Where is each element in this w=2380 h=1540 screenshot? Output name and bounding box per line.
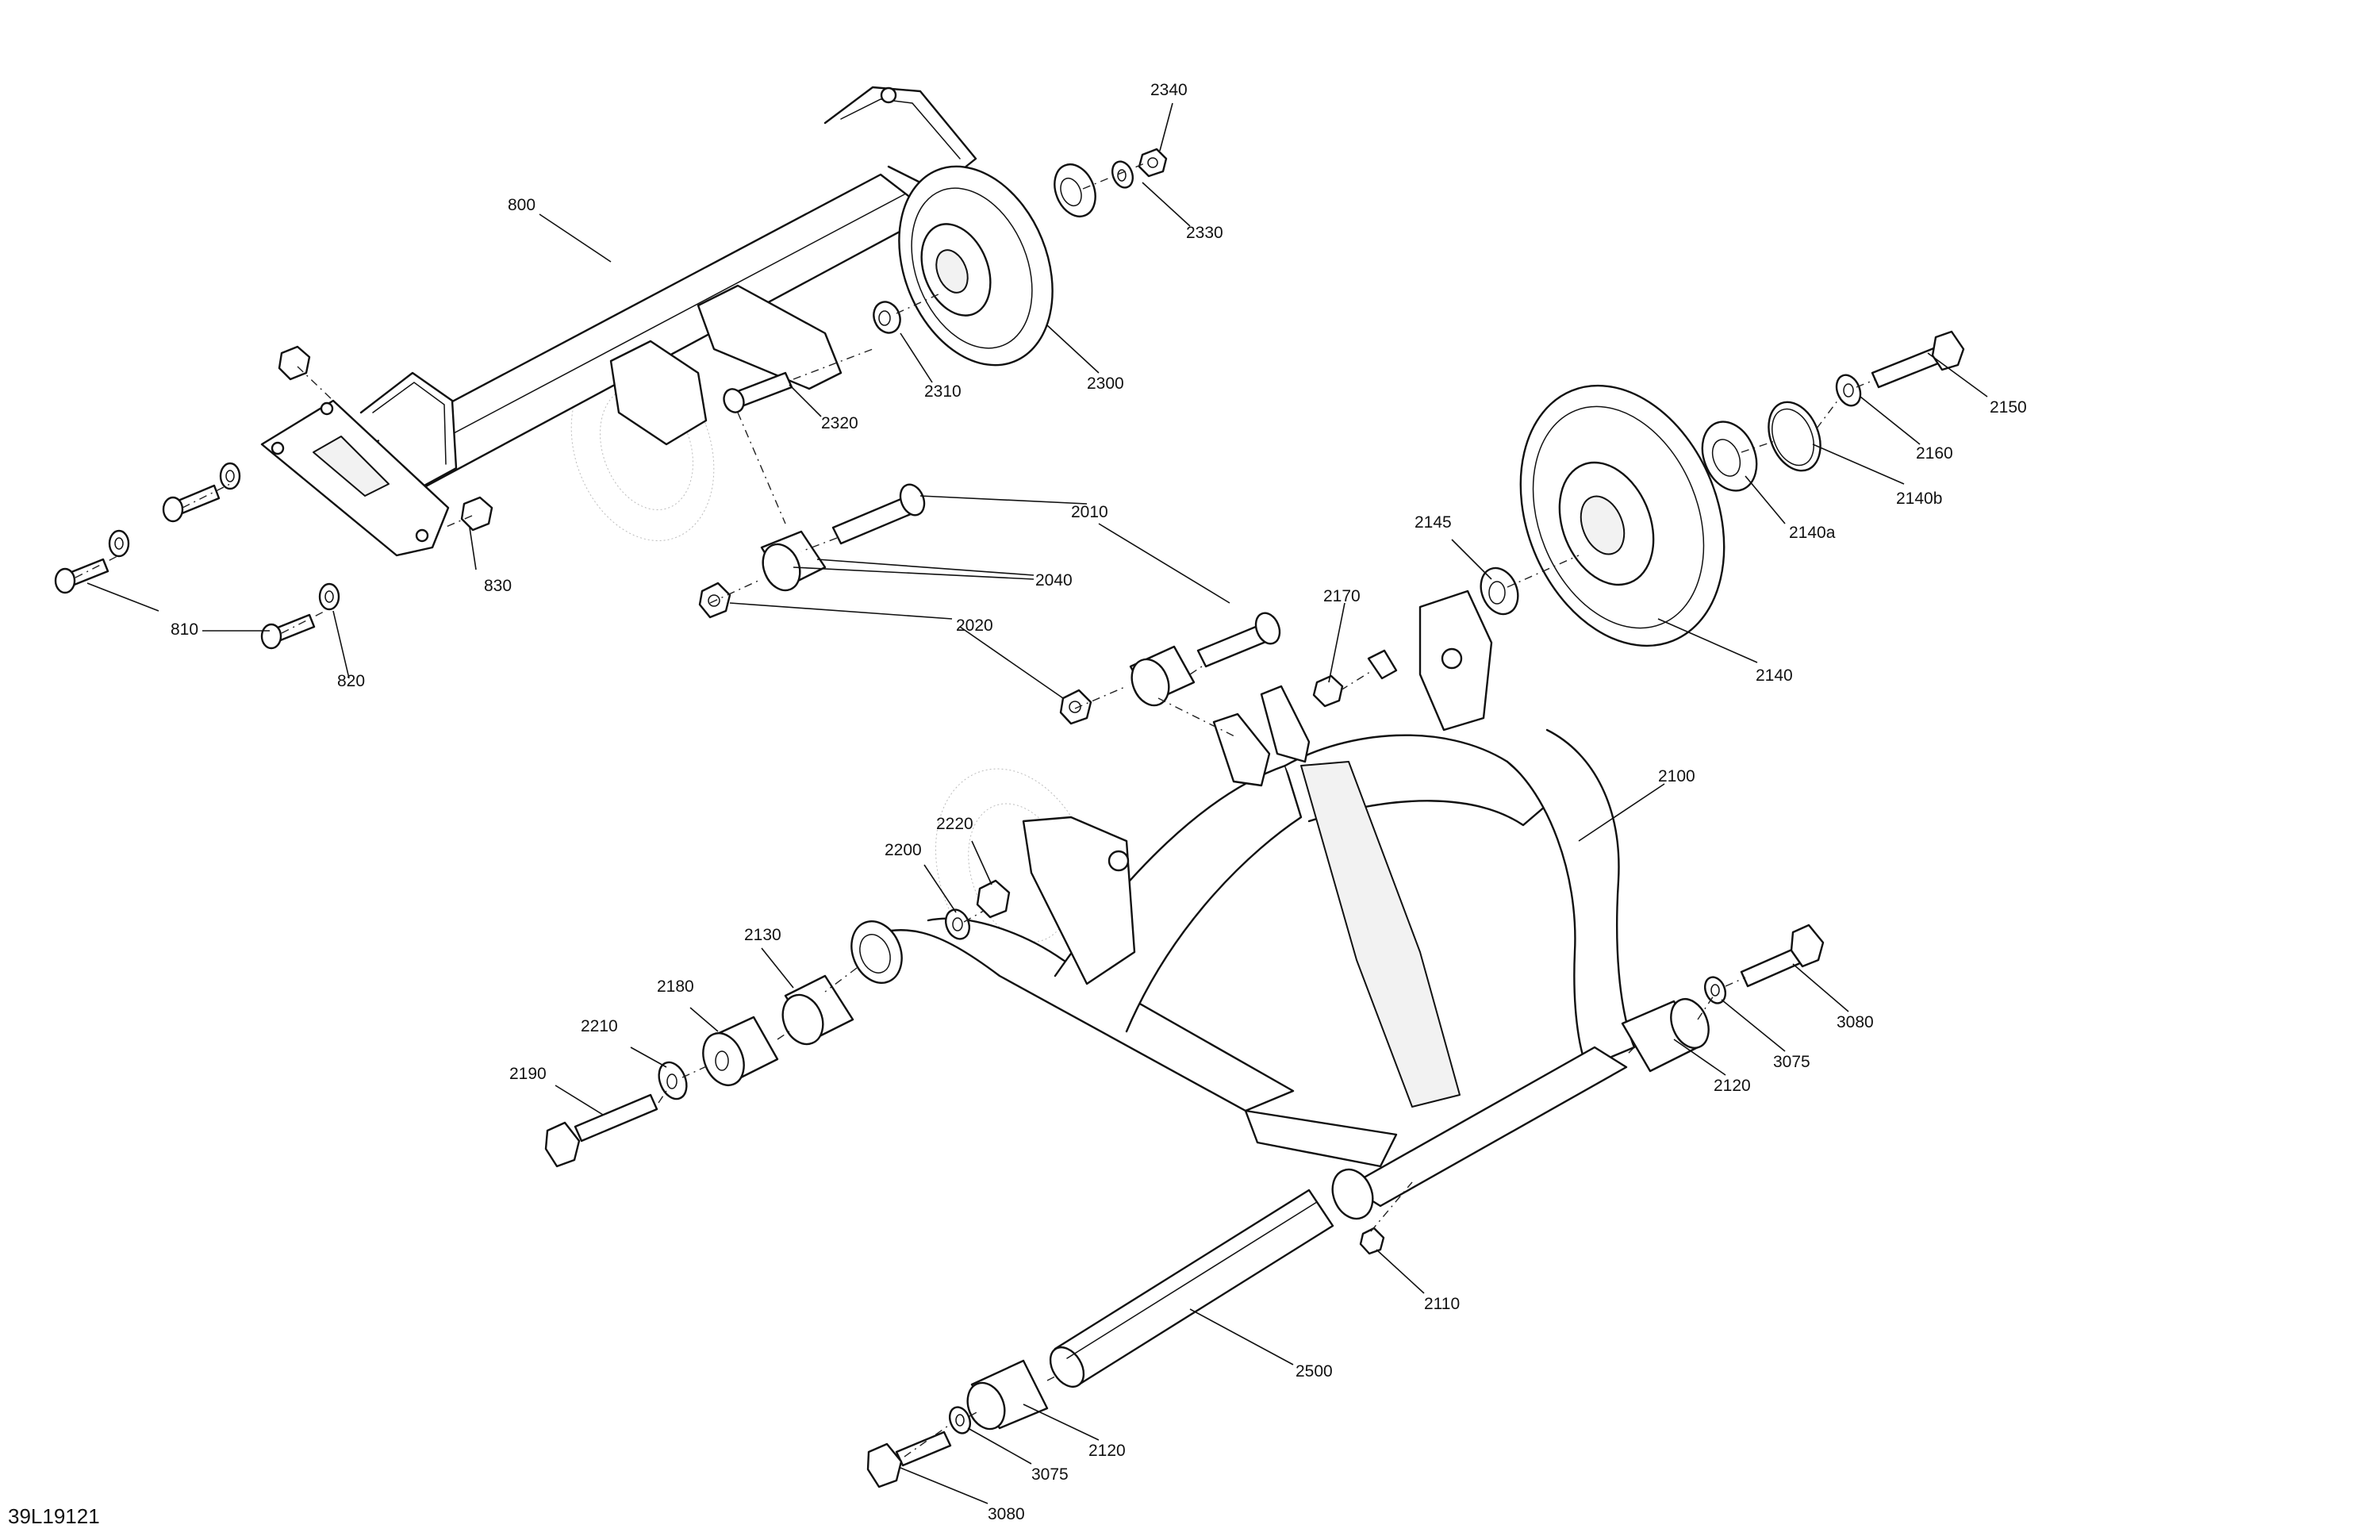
bolt-2320 <box>723 371 793 413</box>
callout-2040: 2040 <box>1035 571 1073 590</box>
lower-idler-wheel-2140 <box>1519 384 1726 647</box>
callout-labels: 2340 2330 800 2300 2310 2320 2150 2160 2… <box>171 81 2027 1523</box>
washer-2160 <box>1835 374 1862 407</box>
callout-2110: 2110 <box>1424 1295 1460 1313</box>
washer-820-upper <box>219 462 241 490</box>
washer-2210 <box>658 1061 688 1100</box>
bolt-3080-right <box>1740 924 1825 988</box>
callout-2310: 2310 <box>924 382 962 401</box>
callout-2120-lower: 2120 <box>1088 1442 1126 1460</box>
bushing-2120-right <box>1621 998 1710 1073</box>
callout-2330: 2330 <box>1186 224 1223 242</box>
bearing-2330 <box>1054 163 1096 217</box>
nut-830-lower <box>460 496 493 532</box>
bolt-2150 <box>1871 330 1965 389</box>
bolt-2190 <box>544 1093 658 1168</box>
spacer-2145 <box>1480 566 1519 616</box>
callout-2120-right: 2120 <box>1714 1077 1751 1095</box>
bolt-2010-upper <box>831 483 926 545</box>
upper-idler-wheel-2300 <box>898 165 1054 367</box>
callout-2300: 2300 <box>1087 374 1124 393</box>
callout-2340: 2340 <box>1150 81 1188 99</box>
bushing-2120-lower <box>966 1359 1049 1431</box>
washer-820-lower <box>108 529 130 558</box>
bushing-2180 <box>702 1016 779 1086</box>
callout-3080-lower: 3080 <box>988 1505 1025 1523</box>
callout-2140b: 2140b <box>1896 490 1942 508</box>
callout-2190: 2190 <box>509 1065 547 1083</box>
washer-3075-right <box>1703 976 1727 1004</box>
callout-3075-right: 3075 <box>1773 1053 1810 1071</box>
bolt-2010-lower <box>1196 612 1281 668</box>
callout-2020: 2020 <box>956 616 993 635</box>
callout-3080-right: 3080 <box>1837 1013 1874 1031</box>
spacer-2310 <box>873 301 901 334</box>
nut-2340 <box>1138 148 1168 178</box>
swing-arm-2100 <box>850 590 1636 1220</box>
ring-2140b <box>1768 401 1821 472</box>
callout-800: 800 <box>508 196 536 214</box>
callout-2200: 2200 <box>885 841 922 859</box>
nut-2020-lower <box>1059 689 1092 725</box>
screw-810-bottom <box>260 613 316 650</box>
callout-2010: 2010 <box>1071 503 1108 521</box>
callout-820: 820 <box>337 672 365 690</box>
bearing-2140a <box>1701 421 1758 492</box>
callout-2100: 2100 <box>1658 767 1695 785</box>
shaft-2500 <box>1049 1189 1334 1388</box>
fitting-2110 <box>1359 1227 1385 1255</box>
callout-2220: 2220 <box>936 815 973 833</box>
callout-2210: 2210 <box>581 1017 618 1035</box>
callout-2140: 2140 <box>1756 666 1793 685</box>
callout-2160: 2160 <box>1916 444 1953 463</box>
washer-820-bottom <box>318 582 340 611</box>
callout-2500: 2500 <box>1296 1362 1333 1381</box>
leader-lines <box>86 102 1988 1504</box>
callout-2145: 2145 <box>1415 513 1452 532</box>
callout-2150: 2150 <box>1990 398 2027 417</box>
spacer-2040-lower <box>1129 645 1196 707</box>
bolt-3080-lower <box>866 1431 952 1488</box>
callout-2130: 2130 <box>744 926 781 944</box>
callout-2320: 2320 <box>821 414 858 432</box>
fitting-2170 <box>1312 649 1398 708</box>
washer-upper <box>1111 160 1134 189</box>
callout-830: 830 <box>484 577 512 595</box>
callout-2170: 2170 <box>1323 587 1361 605</box>
screw-810-upper <box>162 484 221 523</box>
bushing-2130 <box>781 974 854 1046</box>
figure-id: 39L19121 <box>8 1504 100 1528</box>
callout-810: 810 <box>171 620 198 639</box>
callout-3075-lower: 3075 <box>1031 1465 1069 1484</box>
callout-2140a: 2140a <box>1789 524 1836 542</box>
nut-2220 <box>976 879 1011 919</box>
spacer-2040-upper <box>760 530 827 592</box>
callout-2180: 2180 <box>657 977 694 996</box>
washer-3075-lower <box>948 1406 972 1434</box>
nut-830-upper <box>278 345 311 381</box>
cross-shaft-800 <box>260 86 977 557</box>
assembly-axes <box>75 162 1877 1457</box>
